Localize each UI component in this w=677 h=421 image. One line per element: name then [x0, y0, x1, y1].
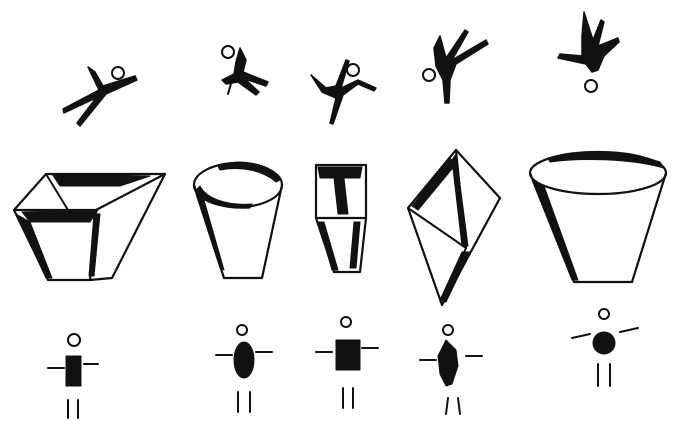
sketch-canvas [0, 0, 677, 421]
